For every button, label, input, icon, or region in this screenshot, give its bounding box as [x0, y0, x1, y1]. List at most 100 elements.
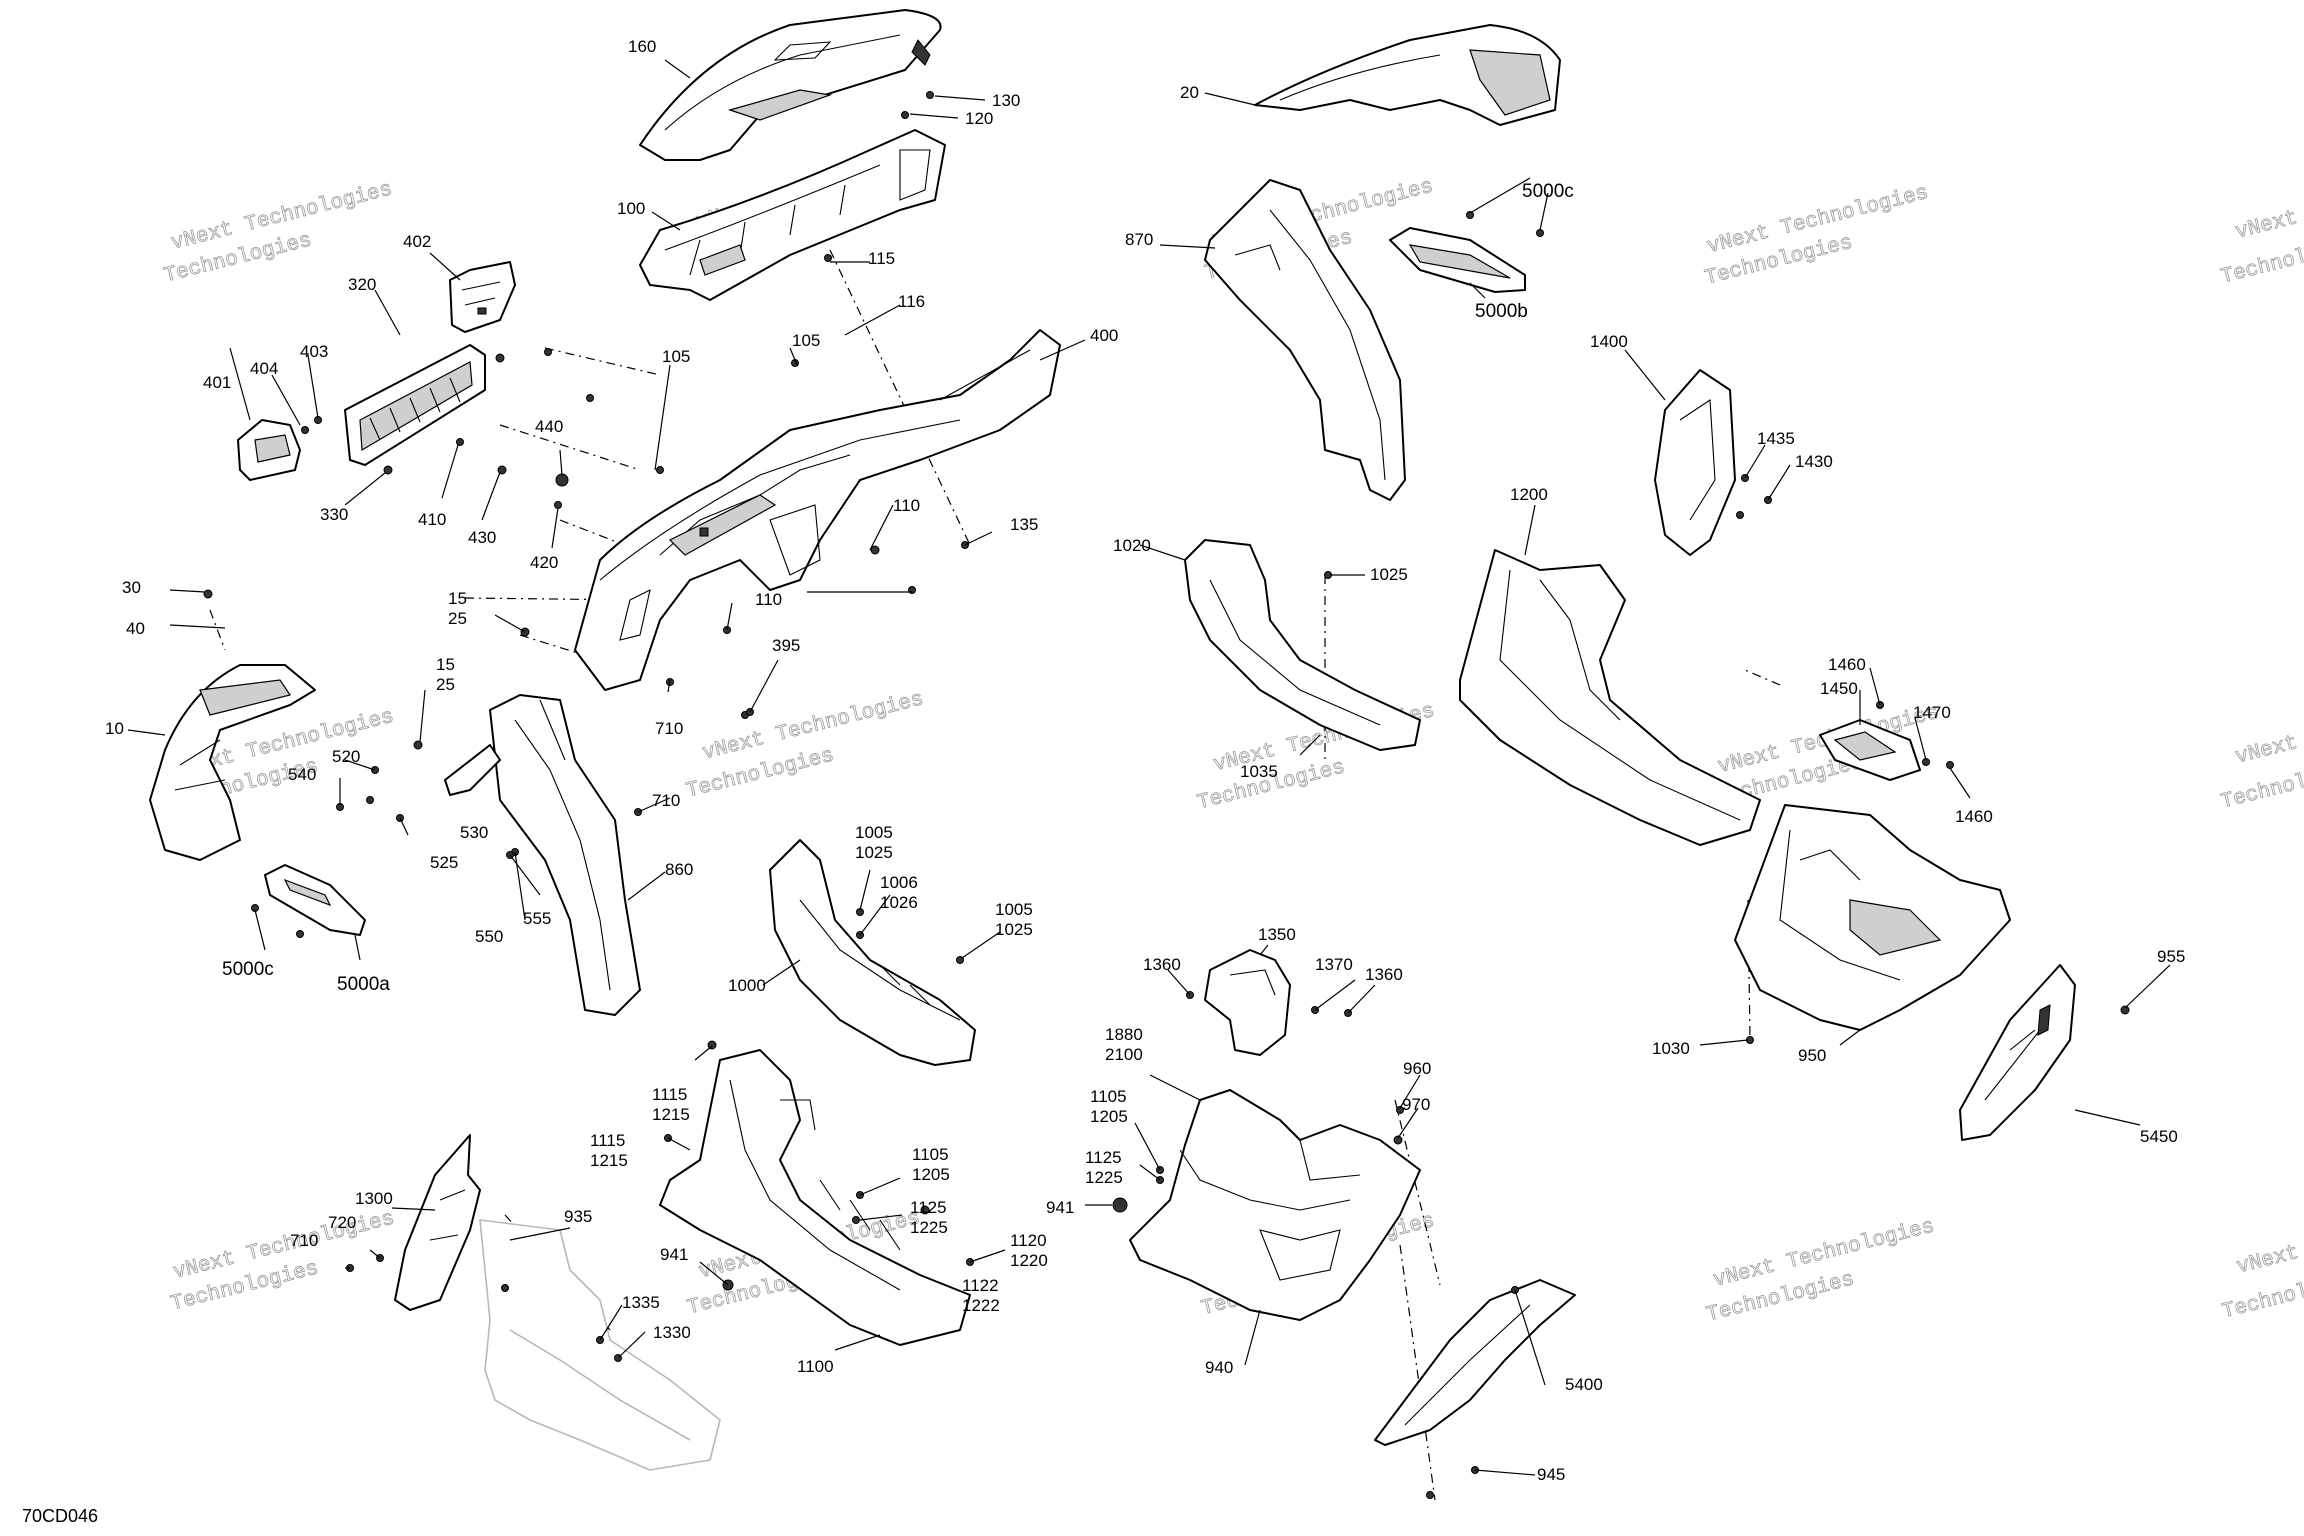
callout-1460: 1460 [1955, 807, 1993, 826]
callout-430: 430 [468, 528, 496, 547]
callout-110: 110 [893, 496, 920, 515]
callout-1035: 1035 [1240, 762, 1278, 781]
callout-401: 401 [203, 373, 231, 392]
callout-1000: 1000 [728, 976, 766, 995]
callout-1430: 1430 [1795, 452, 1833, 471]
callout-970: 970 [1402, 1095, 1430, 1114]
callout-1115: 1115 [590, 1131, 625, 1150]
callout-1205: 1205 [1090, 1107, 1128, 1126]
callout-941: 941 [660, 1245, 688, 1264]
callout-955: 955 [2157, 947, 2185, 966]
callout-420: 420 [530, 553, 558, 572]
part-940-storage-bin [1129, 1089, 1421, 1321]
part-400-main-frame [574, 329, 1061, 691]
callout-941: 941 [1046, 1198, 1074, 1217]
callout-710: 710 [652, 791, 680, 810]
callout-403: 403 [300, 342, 328, 361]
callout-1200: 1200 [1510, 485, 1548, 504]
callout-5000a: 5000a [337, 974, 390, 995]
callout-20: 20 [1180, 83, 1199, 102]
callout-1120: 1120 [1010, 1231, 1047, 1250]
callout-135: 135 [1010, 515, 1038, 534]
callout-120: 120 [965, 109, 993, 128]
callout-404: 404 [250, 359, 278, 378]
callout-1005: 1005 [855, 823, 893, 842]
callout-1125: 1125 [1085, 1148, 1122, 1167]
callout-1025: 1025 [995, 920, 1033, 939]
callout-1105: 1105 [912, 1145, 949, 1164]
callout-1335: 1335 [622, 1293, 660, 1312]
callout-1215: 1215 [652, 1105, 690, 1124]
part-1400-panel [1654, 369, 1736, 556]
callout-1025: 1025 [1370, 565, 1408, 584]
callout-520: 520 [332, 747, 360, 766]
part-320-grille [344, 344, 486, 466]
part-5400-skid-plate [1374, 1279, 1576, 1446]
callout-320: 320 [348, 275, 376, 294]
callout-1220: 1220 [1010, 1251, 1048, 1270]
callout-1360: 1360 [1365, 965, 1403, 984]
callout-105: 105 [792, 331, 820, 350]
watermark-line2: Technologies [2219, 230, 2304, 289]
callout-15: 15 [436, 655, 455, 674]
callout-160: 160 [628, 37, 656, 56]
callout-30: 30 [122, 578, 141, 597]
part-20-cab-cover [1254, 24, 1561, 126]
callout-1005: 1005 [995, 900, 1033, 919]
part-870-a-pillar [1204, 179, 1406, 501]
callout-1125: 1125 [910, 1198, 947, 1217]
callout-540: 540 [288, 765, 316, 784]
part-402-bracket [449, 261, 516, 333]
callout-25: 25 [436, 675, 455, 694]
callout-860: 860 [665, 860, 693, 879]
callout-440: 440 [535, 417, 563, 436]
watermark-line2: Technologies [2220, 1265, 2304, 1324]
part-860-pillar [489, 694, 641, 1016]
part-100-dash-panel [639, 129, 946, 301]
part-1000-step-rail [769, 839, 976, 1066]
callout-10: 10 [105, 719, 124, 738]
callout-5450: 5450 [2140, 1127, 2178, 1146]
callout-1020: 1020 [1113, 536, 1151, 555]
callout-1122: 1122 [962, 1276, 999, 1295]
part-5000b-reflector [1389, 227, 1526, 293]
callout-400: 400 [1090, 326, 1118, 345]
watermark-line1: vNext Technologies [2233, 167, 2304, 244]
part-401-housing [237, 419, 301, 481]
part-950-floor-tray [1734, 804, 2011, 1031]
part-1350-bracket [1204, 949, 1291, 1056]
callout-1330: 1330 [653, 1323, 691, 1342]
callout-1026: 1026 [880, 893, 918, 912]
callout-940: 940 [1205, 1358, 1233, 1377]
part-1300-trim [394, 1134, 481, 1311]
callout-1225: 1225 [1085, 1168, 1123, 1187]
callout-395: 395 [772, 636, 800, 655]
callout-720: 720 [328, 1213, 356, 1232]
callout-labels: 160 130 120 100 115 116 105 105 400 402 … [105, 37, 2185, 1484]
callout-105: 105 [662, 347, 690, 366]
part-1020-step-rail [1184, 539, 1421, 751]
part-10-side-panel [149, 664, 316, 861]
callout-410: 410 [418, 510, 446, 529]
callout-5000c: 5000c [222, 959, 274, 980]
callout-110: 110 [755, 590, 782, 609]
part-530-bracket [444, 744, 501, 796]
callout-1105: 1105 [1090, 1087, 1127, 1106]
callout-945: 945 [1537, 1465, 1565, 1484]
callout-1100: 1100 [797, 1357, 834, 1376]
callout-1300: 1300 [355, 1189, 393, 1208]
callout-1435: 1435 [1757, 429, 1795, 448]
watermark-line1: vNext Technologies [2235, 1202, 2304, 1279]
callout-1360: 1360 [1143, 955, 1181, 974]
watermark-line2: Technologies [2219, 755, 2304, 814]
callout-870: 870 [1125, 230, 1153, 249]
part-5450-guard [1959, 964, 2076, 1141]
callout-40: 40 [126, 619, 145, 638]
part-5000a-reflector [264, 864, 366, 936]
callout-1006: 1006 [880, 873, 918, 892]
callout-1450: 1450 [1820, 679, 1858, 698]
callout-1222: 1222 [962, 1296, 1000, 1315]
part-160-top-cover [639, 9, 942, 161]
callout-1030: 1030 [1652, 1039, 1690, 1058]
